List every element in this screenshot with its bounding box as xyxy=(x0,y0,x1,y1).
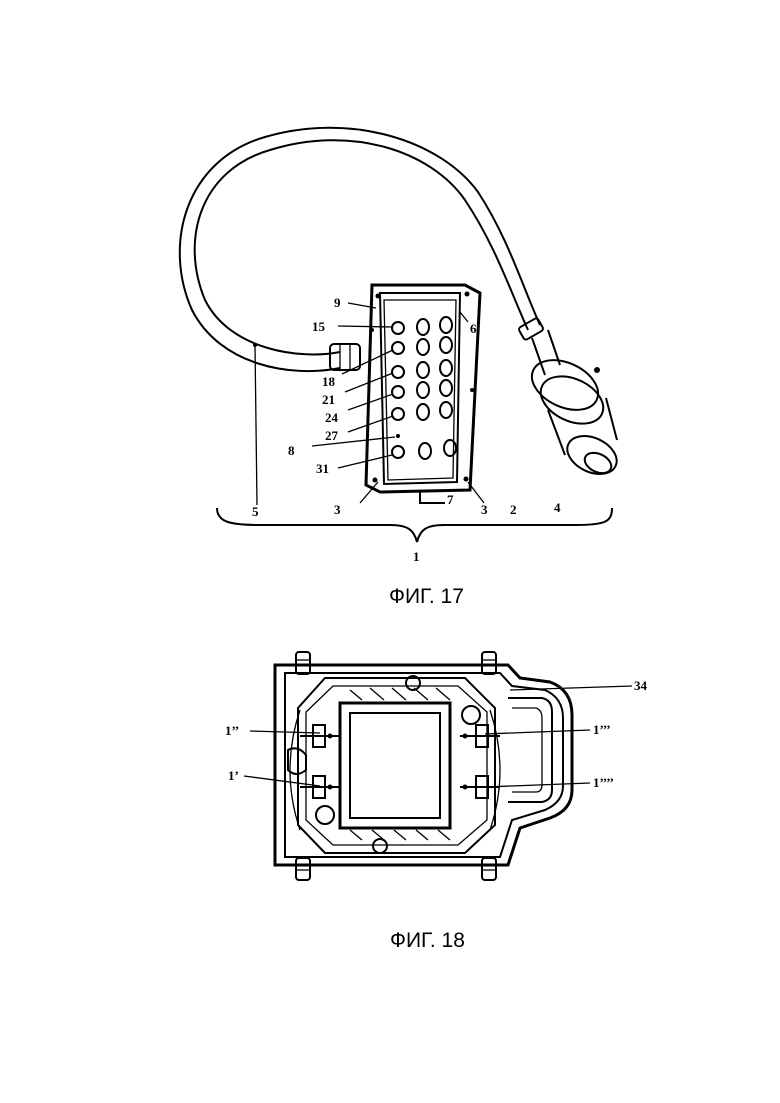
label-3-left: 3 xyxy=(334,502,341,517)
label-24: 24 xyxy=(325,410,339,425)
label-9: 9 xyxy=(334,295,341,310)
figure-17: 9 6 15 18 21 24 27 8 31 3 7 3 2 4 5 1 ФИ… xyxy=(180,128,623,608)
figure-18-labels: 34 1’’ 1’ 1’’’ 1’’’’ xyxy=(225,678,648,790)
label-27: 27 xyxy=(325,428,339,443)
label-4: 4 xyxy=(554,500,561,515)
cable xyxy=(180,128,540,371)
label-5: 5 xyxy=(252,504,259,519)
figure-17-labels: 9 6 15 18 21 24 27 8 31 3 7 3 2 4 5 1 xyxy=(252,295,561,564)
label-31: 31 xyxy=(316,461,329,476)
terminal-box xyxy=(366,285,480,503)
label-1-quad-prime: 1’’’’ xyxy=(593,775,614,790)
label-1-triple-prime: 1’’’ xyxy=(593,722,611,737)
label-18: 18 xyxy=(322,374,336,389)
plug-connector xyxy=(518,317,623,481)
clamps xyxy=(300,725,500,798)
label-8: 8 xyxy=(288,443,295,458)
figure-17-caption: ФИГ. 17 xyxy=(389,585,464,608)
label-3-right: 3 xyxy=(481,502,488,517)
cable-gland xyxy=(330,344,360,370)
label-2: 2 xyxy=(510,502,517,517)
label-1-double-prime: 1’’ xyxy=(225,723,239,738)
figure-18-caption: ФИГ. 18 xyxy=(390,929,465,952)
terminal-holes xyxy=(392,317,456,459)
housing xyxy=(275,652,572,880)
figure-18: 34 1’’ 1’ 1’’’ 1’’’’ ФИГ. 18 xyxy=(225,652,648,952)
label-1-prime: 1’ xyxy=(228,768,239,783)
assembly-brace xyxy=(217,508,612,542)
label-15: 15 xyxy=(312,319,326,334)
label-7: 7 xyxy=(447,492,454,507)
label-21: 21 xyxy=(322,392,335,407)
label-6: 6 xyxy=(470,321,477,336)
label-1: 1 xyxy=(413,549,420,564)
label-34: 34 xyxy=(634,678,648,693)
